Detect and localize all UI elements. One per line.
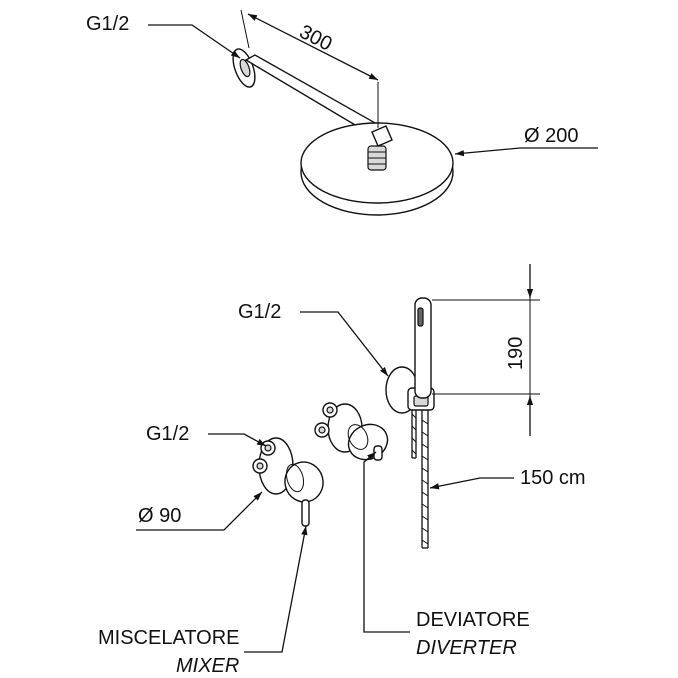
arm-thread-label: G1/2: [86, 13, 129, 35]
diverter-assembly: [314, 402, 389, 461]
mixer-thread-label: G1/2: [146, 423, 189, 445]
handshower-height-label: 190: [505, 337, 527, 370]
diverter-label-it: DEVIATORE: [416, 609, 530, 631]
plate-diameter-callout: Ø 90: [136, 491, 263, 531]
shower-hose: [411, 404, 417, 458]
hand-shower-assembly: [385, 297, 435, 549]
hose-length-callout: 150 cm: [429, 467, 586, 490]
mixer-thread-callout: G1/2: [146, 423, 267, 447]
diverter-callout: DEVIATORE DIVERTER: [363, 451, 530, 659]
holder-thread-label: G1/2: [238, 301, 281, 323]
mixer-label-it: MISCELATORE: [98, 627, 240, 649]
diverter-label-en: DIVERTER: [416, 637, 517, 659]
head-diameter-label: Ø 200: [524, 125, 578, 147]
mixer-callout: MISCELATORE MIXER: [98, 525, 308, 677]
head-diameter-callout: Ø 200: [454, 125, 598, 157]
shower-head-assembly: [232, 48, 454, 216]
arm-length-label: 300: [296, 21, 336, 56]
handshower-height-dimension: 190: [432, 264, 540, 436]
holder-thread-callout: G1/2: [238, 301, 389, 377]
mixer-assembly: [252, 437, 324, 527]
hose-length-label: 150 cm: [520, 467, 586, 489]
mixer-label-en: MIXER: [176, 655, 239, 677]
plate-diameter-label: Ø 90: [138, 505, 181, 527]
mixer-lever: [301, 499, 310, 527]
arm-thread-callout: G1/2: [86, 13, 241, 59]
